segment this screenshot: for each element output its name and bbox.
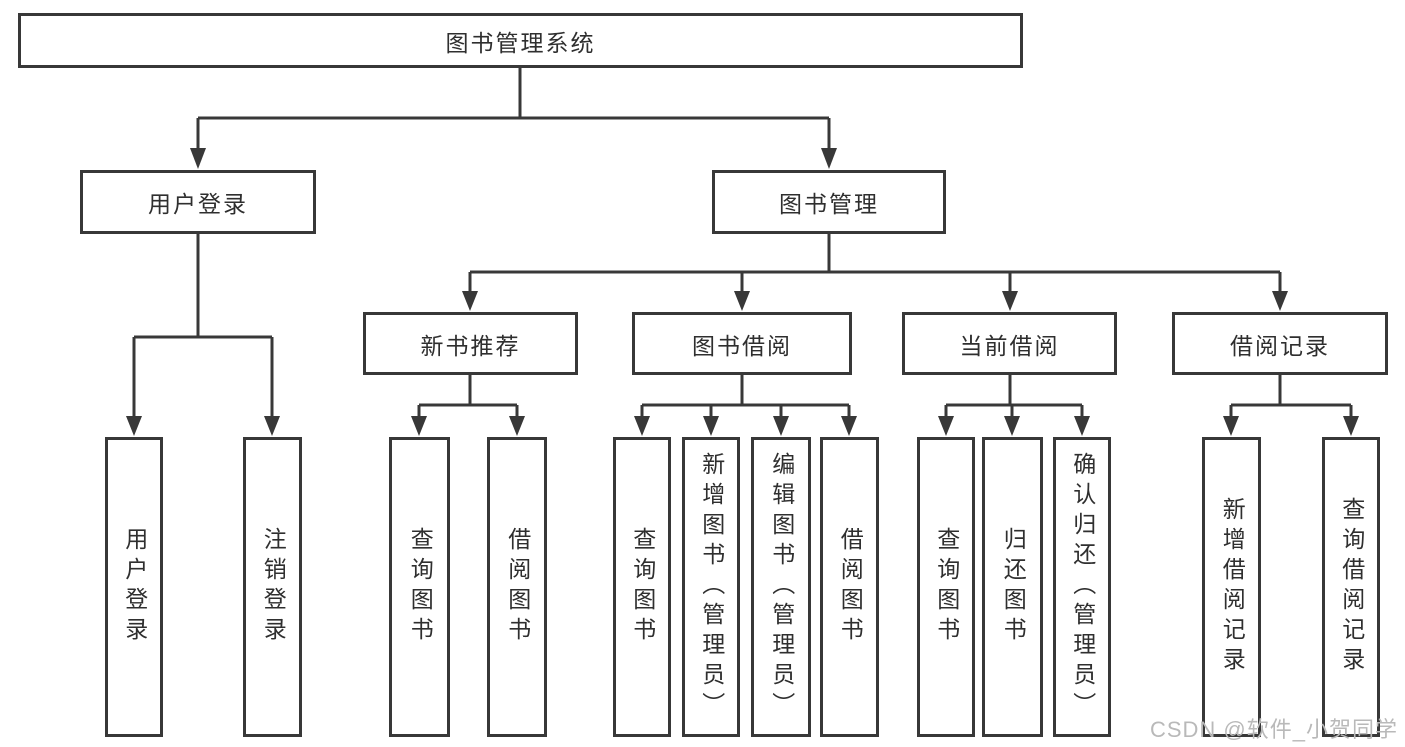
arrow-down-icon (126, 416, 142, 436)
node-leaf-add-borrow-record: 新增借阅记录 (1202, 437, 1261, 737)
node-leaf-user-login: 用户登录 (105, 437, 163, 737)
arrow-down-icon (1223, 416, 1239, 436)
connector-user-login-branch (126, 234, 280, 436)
node-label: 新增借阅记录 (1219, 497, 1246, 677)
node-label: 当前借阅 (959, 332, 1060, 359)
connector-borrow-records-branch (1223, 375, 1359, 436)
node-new-book-recommend: 新书推荐 (363, 312, 578, 375)
arrow-down-icon (1074, 416, 1090, 436)
node-leaf-logout: 注销登录 (243, 437, 302, 737)
node-leaf-query-books-borrow: 查询图书 (613, 437, 671, 737)
node-label: 借阅图书 (504, 527, 531, 647)
node-leaf-query-books-recommend: 查询图书 (389, 437, 450, 737)
arrow-down-icon (1004, 416, 1020, 436)
node-book-borrow: 图书借阅 (632, 312, 852, 375)
node-current-borrow: 当前借阅 (902, 312, 1117, 375)
node-label: 新增图书（管理员） (698, 452, 725, 722)
node-leaf-edit-books-admin: 编辑图书（管理员） (751, 437, 811, 737)
arrow-down-icon (190, 148, 206, 169)
node-leaf-add-books-admin: 新增图书（管理员） (682, 437, 740, 737)
arrow-down-icon (773, 416, 789, 436)
arrow-down-icon (411, 416, 427, 436)
node-label: 查询图书 (933, 527, 960, 647)
connector-current-borrow-branch (938, 375, 1090, 436)
arrow-down-icon (1272, 291, 1288, 311)
arrow-down-icon (703, 416, 719, 436)
node-book-management-module: 图书管理 (712, 170, 946, 234)
node-label: 图书借阅 (692, 332, 792, 359)
arrow-down-icon (1343, 416, 1359, 436)
node-root-system: 图书管理系统 (18, 13, 1023, 68)
arrow-down-icon (462, 291, 478, 311)
node-leaf-return-books: 归还图书 (982, 437, 1043, 737)
node-label: 确认归还（管理员） (1069, 452, 1096, 722)
node-leaf-borrow-books-recommend: 借阅图书 (487, 437, 547, 737)
node-label: 注销登录 (260, 527, 287, 647)
node-borrow-records: 借阅记录 (1172, 312, 1388, 375)
arrow-down-icon (264, 416, 280, 436)
node-leaf-query-borrow-record: 查询借阅记录 (1322, 437, 1380, 737)
connector-book-borrow-branch (634, 375, 857, 436)
node-leaf-query-books-current: 查询图书 (917, 437, 975, 737)
arrow-down-icon (509, 416, 525, 436)
node-leaf-borrow-books: 借阅图书 (820, 437, 879, 737)
connector-root-to-level2 (190, 68, 837, 169)
node-label: 新书推荐 (420, 332, 521, 359)
connector-book-management-branch (462, 234, 1288, 311)
node-label: 归还图书 (1000, 527, 1027, 647)
arrow-down-icon (734, 291, 750, 311)
node-label: 借阅图书 (837, 527, 864, 647)
node-label: 编辑图书（管理员） (768, 452, 795, 722)
node-user-login-module: 用户登录 (80, 170, 316, 234)
node-label: 用户登录 (148, 191, 248, 217)
node-label: 图书管理 (779, 191, 879, 217)
watermark-text: CSDN @软件_小贺同学 (1149, 717, 1398, 742)
arrow-down-icon (841, 416, 857, 436)
node-label: 借阅记录 (1230, 332, 1330, 359)
arrow-down-icon (821, 148, 837, 169)
node-label: 用户登录 (121, 527, 148, 647)
node-label: 查询图书 (629, 527, 656, 647)
node-label: 查询图书 (407, 527, 434, 647)
arrow-down-icon (1002, 291, 1018, 311)
node-label: 查询借阅记录 (1338, 497, 1365, 677)
arrow-down-icon (938, 416, 954, 436)
node-root-label: 图书管理系统 (445, 29, 596, 56)
node-leaf-confirm-return-admin: 确认归还（管理员） (1053, 437, 1111, 737)
connector-new-book-recommend-branch (411, 375, 525, 436)
arrow-down-icon (634, 416, 650, 436)
